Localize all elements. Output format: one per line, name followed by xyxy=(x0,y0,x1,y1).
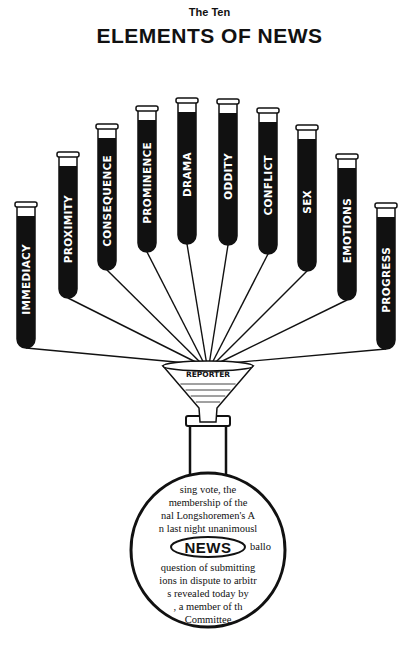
funnel-outline xyxy=(162,360,254,424)
funnel-ridge xyxy=(191,396,226,397)
tube-liquid xyxy=(17,216,35,348)
element-label: ODDITY xyxy=(222,153,234,200)
element-label: DRAMA xyxy=(181,152,193,197)
test-tube: CONSEQUENCE xyxy=(96,122,118,270)
test-tube: PROXIMITY xyxy=(57,150,79,298)
subtitle-label: The Ten xyxy=(0,6,419,18)
tube-rim xyxy=(336,154,358,159)
tube-glass xyxy=(259,112,277,254)
test-tube: EMOTIONS xyxy=(336,152,358,300)
news-ellipse xyxy=(171,537,245,557)
tube-label-box: CONSEQUENCE xyxy=(96,142,118,260)
newsprint-line: question of submitting xyxy=(130,562,286,574)
tube-liquid xyxy=(219,113,237,245)
tube-label-box: PROGRESS xyxy=(375,221,397,339)
tube-label-box: ODDITY xyxy=(217,117,239,235)
tube-rim xyxy=(176,98,198,103)
newsprint-line: membership of the xyxy=(130,497,286,509)
element-label: CONFLICT xyxy=(262,155,274,215)
tube-rim xyxy=(375,203,397,208)
flask-neck xyxy=(190,424,226,476)
tube-rim xyxy=(296,125,318,130)
tube-label-box: EMOTIONS xyxy=(336,172,358,290)
test-tube: IMMEDIACY xyxy=(15,200,37,348)
tube-label-box: PROXIMITY xyxy=(57,170,79,288)
tube-label-box: SEX xyxy=(296,143,318,261)
newsprint-line: ions in dispute to arbitr xyxy=(130,575,286,587)
tube-glass xyxy=(338,158,356,300)
feed-line xyxy=(219,349,386,364)
feed-line xyxy=(214,271,307,364)
feed-line xyxy=(212,254,268,364)
test-tube: DRAMA xyxy=(176,96,198,244)
newsprint-line: n last night unanimousl xyxy=(130,523,286,535)
flask-bulb xyxy=(131,473,285,627)
element-label: PROGRESS xyxy=(380,247,392,313)
tube-liquid xyxy=(138,120,156,252)
funnel-label: REPORTER xyxy=(162,370,254,379)
tube-glass xyxy=(138,110,156,252)
feed-line xyxy=(68,298,200,364)
tube-liquid xyxy=(59,166,77,298)
tube-label-box: PROMINENCE xyxy=(136,124,158,242)
reporter-funnel: REPORTER xyxy=(162,360,254,424)
news-word: NEWS xyxy=(170,536,246,558)
tube-glass xyxy=(178,102,196,244)
newsprint-line: , a member of th xyxy=(130,601,286,613)
news-oval: NEWS xyxy=(170,536,246,558)
element-label: CONSEQUENCE xyxy=(101,155,113,247)
tube-liquid xyxy=(377,217,395,349)
tube-glass xyxy=(377,207,395,349)
newsprint-line: Committee xyxy=(130,614,286,626)
feed-line xyxy=(107,270,202,364)
element-label: EMOTIONS xyxy=(341,198,353,263)
newsprint-line: ballo xyxy=(250,541,271,553)
tube-glass xyxy=(219,103,237,245)
test-tube: PROGRESS xyxy=(375,201,397,349)
newsprint-line: nal Longshoremen's A xyxy=(130,510,286,522)
news-flask: NEWS sing vote, themembership of thenal L… xyxy=(130,412,286,630)
funnel-ridge xyxy=(196,402,220,403)
diagram-title: ELEMENTS OF NEWS xyxy=(0,24,419,48)
element-label: PROMINENCE xyxy=(141,142,153,224)
test-tube: SEX xyxy=(296,123,318,271)
tube-label-box: CONFLICT xyxy=(257,126,279,244)
feed-line xyxy=(187,244,207,364)
funnel-ridge xyxy=(186,390,231,391)
funnel-ridge xyxy=(180,384,235,385)
element-label: PROXIMITY xyxy=(62,195,74,263)
tube-glass xyxy=(298,129,316,271)
tube-label-box: IMMEDIACY xyxy=(15,220,37,338)
flask-collar xyxy=(186,416,230,426)
element-label: IMMEDIACY xyxy=(20,244,32,315)
tube-liquid xyxy=(338,168,356,300)
tube-rim xyxy=(136,106,158,111)
tube-rim xyxy=(15,202,37,207)
funnel-rim xyxy=(163,361,253,371)
feed-line xyxy=(209,245,228,364)
tube-liquid xyxy=(298,139,316,271)
tube-liquid xyxy=(98,138,116,270)
test-tube: PROMINENCE xyxy=(136,104,158,252)
tube-rim xyxy=(96,124,118,129)
test-tube: ODDITY xyxy=(217,97,239,245)
element-label: SEX xyxy=(301,190,313,214)
tube-liquid xyxy=(259,122,277,254)
tube-label-box: DRAMA xyxy=(176,116,198,234)
test-tube: CONFLICT xyxy=(257,106,279,254)
tube-glass xyxy=(17,206,35,348)
tube-glass xyxy=(98,128,116,270)
feed-line xyxy=(147,252,204,364)
funnel-body xyxy=(163,366,253,422)
newsprint-line: s revealed today by xyxy=(130,588,286,600)
tube-rim xyxy=(217,99,239,104)
newsprint-line: sing vote, the xyxy=(130,484,286,496)
tube-liquid xyxy=(178,112,196,244)
tube-rim xyxy=(257,108,279,113)
tube-glass xyxy=(59,156,77,298)
tube-rim xyxy=(57,152,79,157)
